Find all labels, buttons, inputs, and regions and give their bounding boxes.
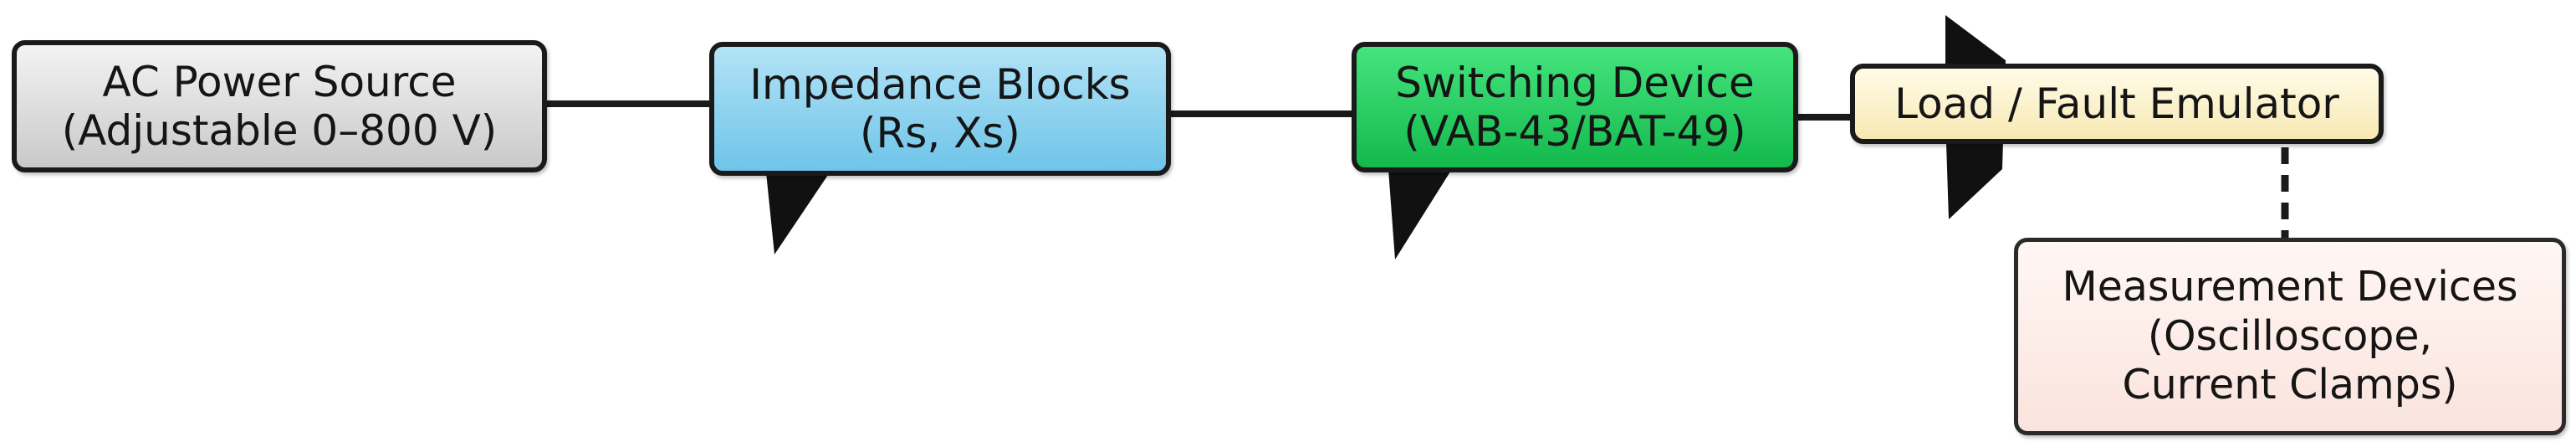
ac-power-source-range: (Adjustable 0–800 V)	[61, 106, 498, 155]
impedance-blocks-params: (Rs, Xs)	[860, 109, 1020, 157]
load-fault-emulator-title: Load / Fault Emulator	[1894, 80, 2339, 128]
measurement-devices-title: Measurement Devices	[2062, 262, 2518, 311]
impedance-blocks-block: Impedance Blocks (Rs, Xs)	[709, 42, 1171, 176]
ac-power-source-title: AC Power Source	[102, 58, 457, 106]
measurement-devices-oscilloscope: (Oscilloscope,	[2147, 311, 2433, 360]
measurement-devices-clamps: Current Clamps)	[2122, 361, 2458, 409]
switching-callout-tail	[1388, 169, 1452, 259]
switching-device-block: Switching Device (VAB-43/BAT-49)	[1352, 42, 1798, 172]
impedance-callout-tail	[766, 172, 830, 254]
load-fault-emulator-block: Load / Fault Emulator	[1850, 64, 2384, 144]
impedance-blocks-title: Impedance Blocks	[749, 60, 1131, 109]
switching-device-title: Switching Device	[1395, 59, 1755, 107]
ac-power-source-block: AC Power Source (Adjustable 0–800 V)	[12, 40, 547, 172]
measurement-devices-block: Measurement Devices (Oscilloscope, Curre…	[2014, 238, 2566, 435]
switching-device-model: (VAB-43/BAT-49)	[1403, 107, 1746, 156]
